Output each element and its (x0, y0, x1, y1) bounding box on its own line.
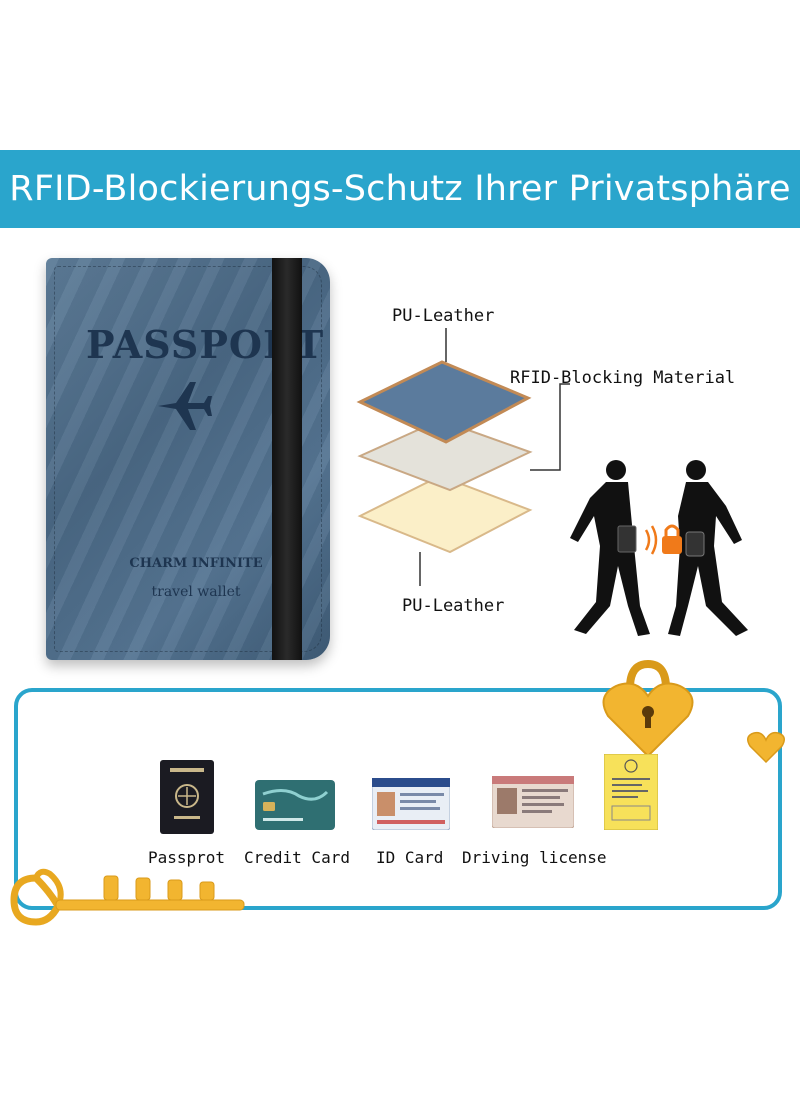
passport-icon (160, 760, 214, 834)
documents-frame (14, 688, 782, 910)
layer-label-bottom: PU-Leather (402, 596, 505, 616)
wallet-icon (685, 531, 705, 557)
header-banner: RFID-Blockierungs-Schutz Ihrer Privatsph… (0, 150, 800, 228)
document-label-id-card: ID Card (376, 848, 444, 867)
banner-title: RFID-Blockierungs-Schutz Ihrer Privatsph… (9, 169, 791, 209)
person-silhouette-right (668, 460, 748, 636)
person-silhouette-left (570, 460, 650, 636)
pu-leather-bottom-layer (357, 474, 533, 554)
rfid-skimming-illustration (570, 460, 748, 636)
document-label-passport: Passprot (148, 848, 226, 867)
credit-card-icon (255, 780, 335, 830)
id-card-icon (372, 778, 450, 830)
rfid-blocking-layer (357, 418, 533, 492)
layer-diagram (356, 328, 570, 586)
pu-leather-top-layer (356, 360, 532, 444)
document-label-credit-card: Credit Card (244, 848, 350, 867)
golden-key-icon (10, 868, 245, 926)
driving-license-icon (492, 776, 574, 828)
signal-waves-icon (644, 525, 658, 555)
airplane-icon (158, 382, 212, 430)
document-label-driving-license: Driving license (462, 848, 607, 867)
small-heart-icon (747, 731, 785, 764)
layer-label-top: PU-Leather (392, 306, 495, 326)
lock-icon (662, 524, 682, 554)
passport-tagline: travel wallet (151, 584, 241, 600)
card-reader-icon (617, 525, 637, 553)
passport-brand: CHARM INFINITE (129, 556, 263, 571)
layer-label-middle: RFID-Blocking Material (510, 368, 736, 388)
vaccination-certificate-icon (604, 754, 658, 830)
heart-padlock-icon (602, 660, 694, 758)
elastic-strap (272, 258, 302, 660)
